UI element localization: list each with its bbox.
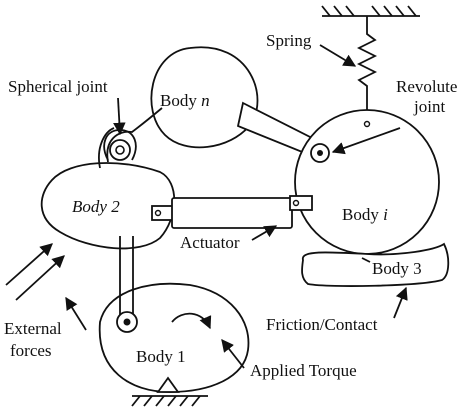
- body-2-label: Body 2: [72, 197, 120, 216]
- spherical-leader: [113, 97, 126, 136]
- revolute-leader: [331, 127, 401, 155]
- body-n: [150, 46, 259, 149]
- external-forces-label-line2: forces: [10, 341, 52, 360]
- body-1: [98, 282, 250, 393]
- actuator-leader: [251, 225, 278, 241]
- external-forces-label-line1: External: [4, 319, 62, 338]
- spring-coil: [356, 16, 378, 124]
- friction-contact-label: Friction/Contact: [266, 315, 378, 334]
- friction-leader: [393, 286, 408, 319]
- actuator-label: Actuator: [180, 233, 240, 252]
- spring-attach-point: [363, 120, 371, 128]
- torque-leader: [221, 339, 245, 369]
- spring-leader: [319, 44, 357, 67]
- body-i-label: Body i: [342, 205, 388, 224]
- body-i: [294, 109, 440, 255]
- body-3-label: Body 3: [372, 259, 422, 278]
- revolute-joint: [310, 143, 330, 163]
- top-ground: [321, 5, 420, 17]
- link-body-2-to-body-1: [116, 236, 138, 333]
- body-1-label: Body 1: [136, 347, 186, 366]
- spring-label: Spring: [266, 31, 312, 50]
- revolute-label-line1: Revolute: [396, 77, 457, 96]
- applied-torque-label: Applied Torque: [250, 361, 357, 380]
- body-2: [40, 162, 176, 250]
- actuator: [151, 195, 313, 229]
- link-body-2-to-spherical: [106, 107, 163, 163]
- applied-torque-arc: [171, 312, 212, 330]
- spherical-joint-label: Spherical joint: [8, 77, 108, 96]
- revolute-label-line2: joint: [413, 97, 445, 116]
- external-force-arrows: [5, 243, 65, 301]
- external-leader: [65, 296, 87, 331]
- body-3-leader: [361, 257, 371, 263]
- body-n-label: Body n: [160, 91, 210, 110]
- body-3: [301, 242, 450, 287]
- bottom-ground: [131, 376, 208, 407]
